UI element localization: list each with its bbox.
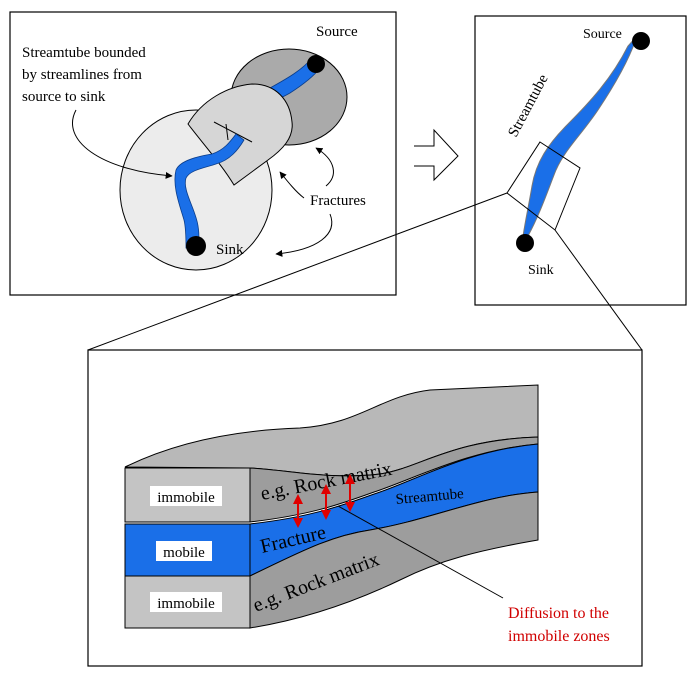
source-point bbox=[307, 55, 325, 73]
zone-middle-label: mobile bbox=[163, 545, 205, 561]
fractures-arrow-middle bbox=[279, 171, 305, 199]
callout-arrow bbox=[72, 109, 173, 179]
left-source-label: Source bbox=[316, 24, 358, 40]
right-sink-label: Sink bbox=[528, 263, 554, 278]
lower-matrix-face bbox=[249, 491, 539, 629]
zone-bottom-label-bg bbox=[150, 592, 222, 612]
right-panel-frame bbox=[474, 15, 687, 306]
diffusion-label-line-2: immobile zones bbox=[508, 628, 610, 645]
right-source-point bbox=[632, 32, 650, 50]
callout-line-3: source to sink bbox=[22, 89, 106, 105]
zoom-line-left bbox=[87, 192, 508, 351]
sink-point bbox=[186, 236, 206, 256]
fractures-arrow-upper bbox=[315, 147, 334, 187]
bottom-panel: immobile mobile immobile e.g. Rock matri… bbox=[87, 349, 643, 667]
zone-middle-label-bg bbox=[156, 541, 212, 561]
zone-bottom-label: immobile bbox=[157, 596, 215, 612]
fracture-intersection-tick bbox=[225, 123, 229, 141]
left-sink-label: Sink bbox=[216, 242, 244, 258]
bottom-streamtube-label: Streamtube bbox=[395, 486, 465, 508]
streamtube-lower-segment bbox=[174, 133, 245, 251]
right-source-label: Source bbox=[583, 27, 622, 42]
fractures-label: Fractures bbox=[310, 193, 366, 209]
left-panel: Streamtube bounded by streamlines from s… bbox=[9, 11, 397, 296]
zone-top-label-bg bbox=[150, 486, 222, 506]
right-panel: Source Sink Streamtube bbox=[474, 15, 687, 306]
right-sink-point bbox=[516, 234, 534, 252]
diffusion-label-line-1: Diffusion to the bbox=[508, 605, 609, 622]
callout-line-2: by streamlines from bbox=[22, 67, 142, 83]
fracture-intersection-line bbox=[213, 121, 253, 143]
fractures-arrow-lower bbox=[275, 213, 333, 257]
diffusion-callout-line bbox=[337, 505, 504, 599]
zoom-line-right bbox=[554, 229, 643, 351]
callout-line-1: Streamtube bounded bbox=[22, 45, 146, 61]
zone-top-label: immobile bbox=[157, 490, 215, 506]
fracture-disk-middle bbox=[187, 83, 293, 186]
transition-arrow-icon bbox=[414, 128, 459, 182]
